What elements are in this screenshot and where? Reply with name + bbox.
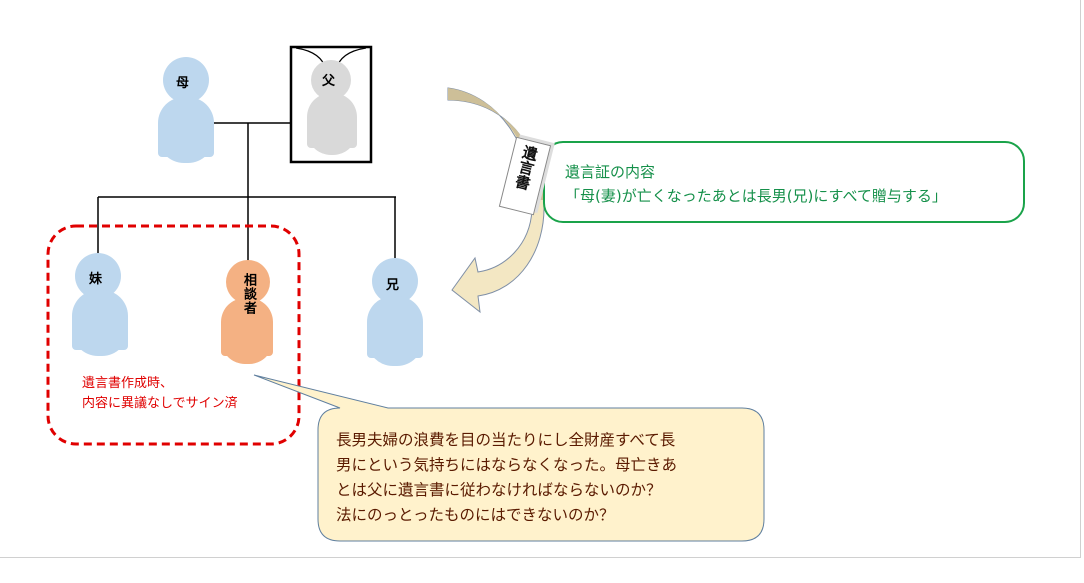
will-document-label: 遺言書 (511, 143, 541, 192)
mother-label: 母 (176, 76, 190, 91)
brother-figure (367, 258, 423, 366)
signed-note-line1: 遺言書作成時、 (82, 376, 174, 391)
will-content-body: 「母(妻)が亡くなったあとは長男(兄)にすべて贈与する」 (565, 187, 947, 205)
speech-bubble-text: 長男夫婦の浪費を目の当たりにし全財産すべて長 男にという気持ちにはならなくなった… (336, 428, 756, 528)
signed-note: 遺言書作成時、 内容に異議なしでサイン済 (82, 374, 238, 414)
speech-bubble-shape (253, 374, 765, 542)
consultant-figure (221, 260, 273, 364)
will-content-title: 遺言証の内容 (565, 163, 656, 181)
canvas-frame (0, 0, 1081, 558)
bubble-line4: 法にのっとったものにはできないのか？ (336, 506, 615, 524)
signed-group-outline (46, 224, 301, 446)
will-content-text: 遺言証の内容 「母(妻)が亡くなったあとは長男(兄)にすべて贈与する」 (565, 160, 947, 208)
family-tree-lines (97, 122, 396, 262)
bubble-line3: とは父に遺言書に従わなければならないのか？ (336, 481, 662, 499)
mother-figure (158, 57, 214, 163)
bubble-line1: 長男夫婦の浪費を目の当たりにし全財産すべて長 (336, 431, 676, 449)
consultant-label: 相談者 (241, 273, 256, 315)
father-label: 父 (322, 74, 336, 89)
bubble-line2: 男にという気持ちにはならなくなった。母亡きあ (336, 456, 678, 474)
sister-label: 妹 (89, 272, 103, 287)
will-content-box (543, 141, 1025, 223)
father-figure (307, 60, 357, 155)
brother-label: 兄 (386, 278, 400, 293)
sister-figure (72, 253, 128, 356)
signed-note-line2: 内容に異議なしでサイン済 (82, 396, 238, 411)
